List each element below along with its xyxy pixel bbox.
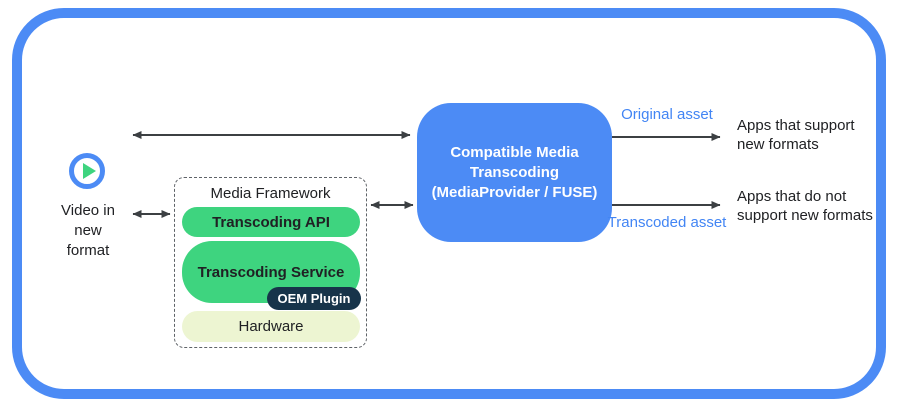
apps-support-new-formats-label: Apps that support new formats bbox=[737, 117, 855, 153]
diagram-outer-border bbox=[12, 8, 886, 399]
original-asset-label: Original asset bbox=[621, 106, 713, 123]
source-video-label: Video in new format bbox=[61, 202, 115, 259]
hardware-pill: Hardware bbox=[182, 311, 360, 342]
apps-no-support-new-formats-label: Apps that do not support new formats bbox=[737, 188, 873, 224]
compatible-media-transcoding-box: Compatible Media Transcoding (MediaProvi… bbox=[417, 103, 612, 242]
compatible-media-transcoding-label: Compatible Media Transcoding (MediaProvi… bbox=[431, 143, 598, 201]
oem-plugin-pill: OEM Plugin bbox=[267, 287, 361, 310]
play-triangle-glyph bbox=[82, 163, 96, 179]
media-framework-title: Media Framework bbox=[210, 185, 331, 202]
play-icon bbox=[69, 153, 105, 189]
transcoding-api-pill: Transcoding API bbox=[182, 207, 360, 237]
transcoded-asset-label: Transcoded asset bbox=[607, 214, 727, 231]
media-framework-box: Media Framework Transcoding API Transcod… bbox=[174, 177, 367, 348]
